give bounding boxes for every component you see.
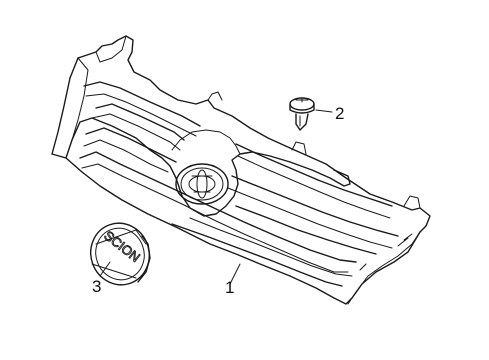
leader-line-3 <box>99 261 111 277</box>
callout-1: 1 <box>225 278 234 297</box>
callout-2: 2 <box>335 104 344 123</box>
clip-part <box>289 97 315 131</box>
emblem-lettering: SCION <box>101 228 143 265</box>
leader-line-1 <box>229 263 241 285</box>
callout-3: 3 <box>92 277 101 296</box>
grille-part <box>51 35 431 305</box>
leader-line-2 <box>315 109 333 113</box>
leader-lines <box>99 109 333 285</box>
